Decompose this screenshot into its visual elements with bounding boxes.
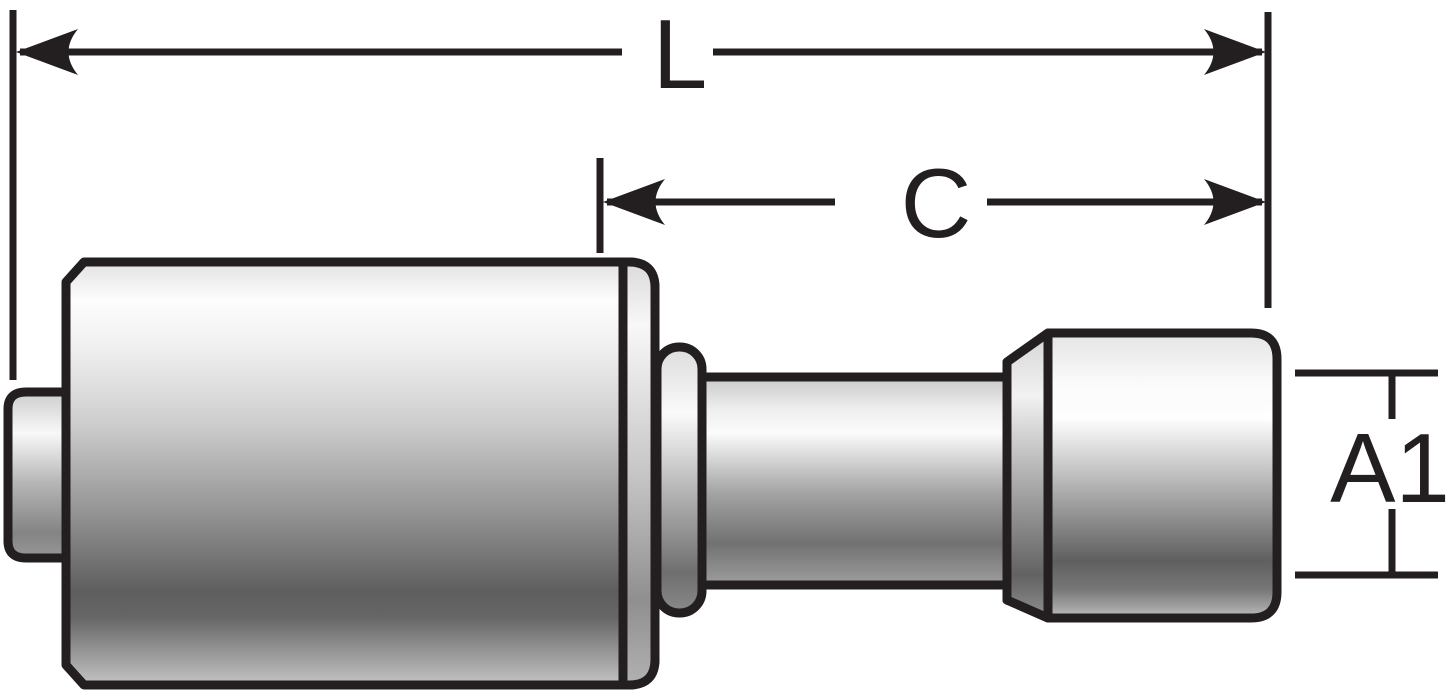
crimp-shell [61, 257, 660, 690]
swivel-nut [1002, 328, 1282, 623]
dimension-lines [9, 10, 1438, 579]
tube-body [690, 372, 1015, 590]
shell-end-face [618, 257, 660, 690]
fitting-body [3, 257, 1282, 690]
nut-chamfer-facet [1002, 328, 1053, 623]
dim-label-C: C [901, 148, 972, 258]
dim-label-L: L [653, 0, 708, 109]
dimension-arrowheads [16, 29, 1266, 225]
dim-label-A1: A1 [1330, 413, 1449, 523]
collar-bead [652, 342, 707, 618]
